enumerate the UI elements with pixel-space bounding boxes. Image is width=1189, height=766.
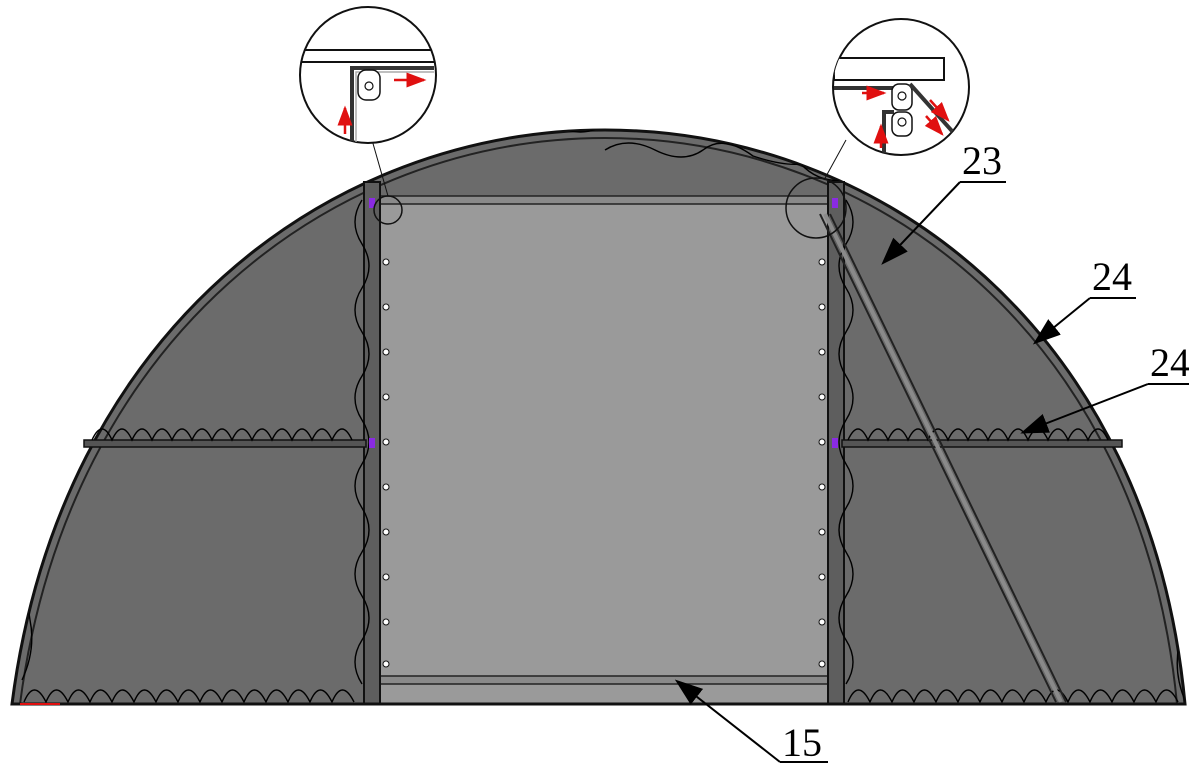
fasteners bbox=[369, 198, 838, 448]
callout-24-lower-label: 24 bbox=[1150, 340, 1189, 385]
crossbar-wavy-right bbox=[847, 428, 1109, 442]
door-hinges-right bbox=[818, 258, 826, 668]
crossbar-right bbox=[841, 439, 1123, 448]
post-wavy-right bbox=[838, 199, 854, 685]
base-wavy-left bbox=[23, 689, 355, 704]
callout-24-upper: 24 bbox=[1032, 254, 1136, 345]
callout-24-lower: 24 bbox=[1020, 340, 1189, 434]
detail-view-left bbox=[299, 6, 437, 144]
door-panel bbox=[379, 199, 829, 705]
diagonal-brace bbox=[819, 213, 1067, 703]
detail-view-right bbox=[832, 18, 970, 156]
door-hinges-left bbox=[382, 258, 390, 668]
detail-marker-right bbox=[785, 177, 847, 239]
callout-23-label: 23 bbox=[962, 138, 1002, 183]
callout-23: 23 bbox=[881, 138, 1006, 265]
callout-24-upper-label: 24 bbox=[1092, 254, 1132, 299]
callout-15-label: 15 bbox=[782, 720, 822, 765]
base-wavy-right bbox=[847, 689, 1179, 704]
crossbar-wavy-left bbox=[91, 428, 353, 442]
door-top-rail bbox=[369, 195, 839, 205]
door-bottom-rail bbox=[369, 675, 839, 685]
callout-15: 15 bbox=[674, 679, 828, 765]
crossbar-left bbox=[83, 439, 367, 448]
